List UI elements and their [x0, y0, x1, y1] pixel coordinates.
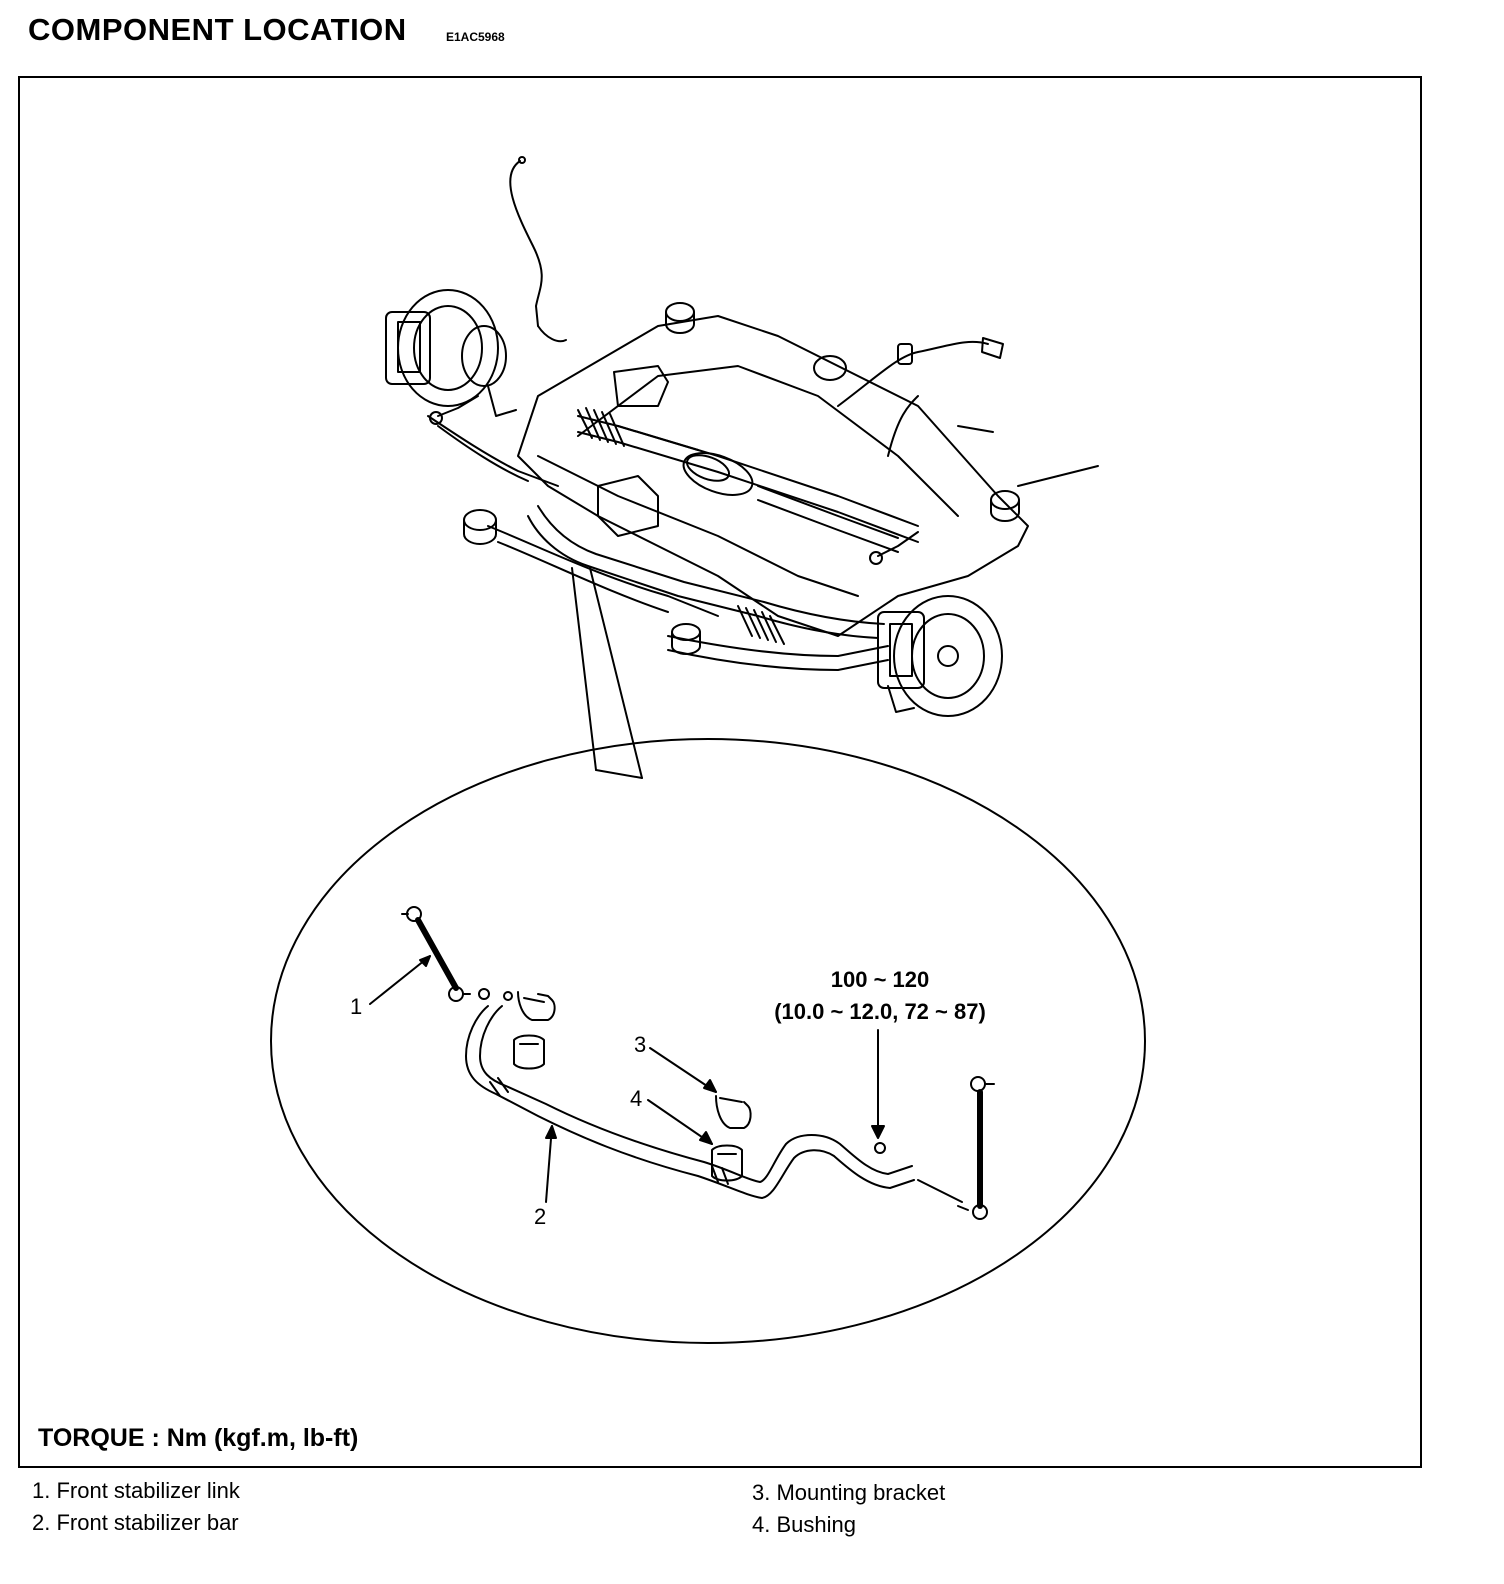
component-diagram: 1 2 3 4 100 ~ 120 (10.0 ~ 12.0, 72 ~ 87) [270, 156, 1146, 1344]
document-code: E1AC5968 [446, 30, 505, 44]
stabilizer-link-left [401, 906, 471, 1002]
steering-boot-left [577, 407, 625, 447]
stabilizer-link-right [917, 1076, 995, 1220]
torque-spec-nm: 100 ~ 120 [831, 967, 929, 992]
torque-units-note: TORQUE : Nm (kgf.m, lb-ft) [38, 1424, 359, 1452]
detail-ellipse [270, 738, 1146, 1344]
legend-item-3: 3. Mounting bracket [752, 1480, 946, 1505]
legend-item-4: 4. Bushing [752, 1512, 856, 1537]
callout-leaders [369, 955, 885, 1203]
figure-frame [18, 76, 1422, 1468]
steering-boot-right [737, 605, 785, 645]
front-axle-assembly [385, 156, 1099, 717]
legend-item-2: 2. Front stabilizer bar [32, 1510, 239, 1535]
legend-item-1: 1. Front stabilizer link [32, 1478, 240, 1503]
callout-1: 1 [350, 994, 362, 1019]
torque-spec-conversions: (10.0 ~ 12.0, 72 ~ 87) [774, 999, 986, 1024]
callout-4: 4 [630, 1086, 642, 1111]
callout-3: 3 [634, 1032, 646, 1057]
page-title: COMPONENT LOCATION [28, 12, 407, 47]
callout-2: 2 [534, 1204, 546, 1229]
